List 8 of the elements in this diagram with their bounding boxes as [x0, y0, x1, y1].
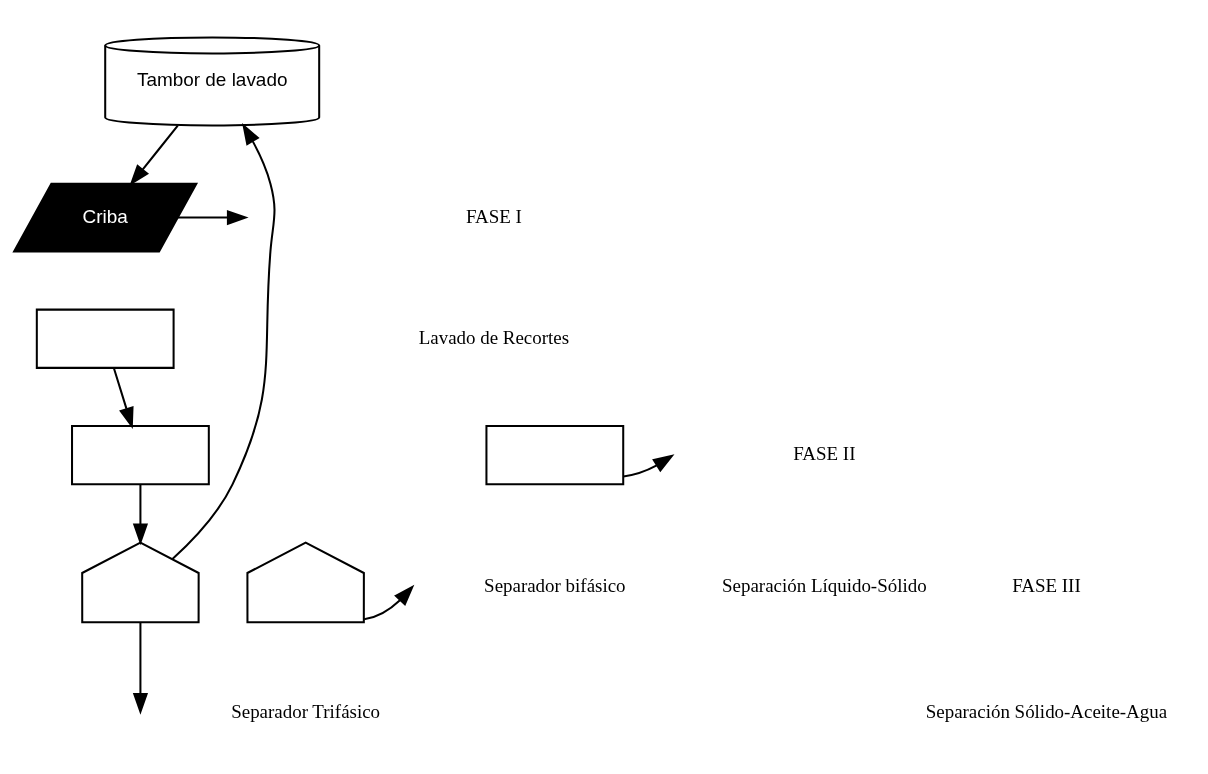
label: FASE I	[465, 205, 522, 227]
label: Separación Líquido-Sólido	[722, 574, 927, 596]
label: Lavado de Recortes	[418, 326, 570, 348]
label: Separación Sólido-Aceite-Agua	[925, 700, 1168, 722]
label: Separador Trifásico	[231, 700, 381, 722]
label: FASE III	[1012, 574, 1081, 596]
label: Separador bifásico	[484, 574, 626, 596]
label: FASE II	[793, 442, 856, 464]
